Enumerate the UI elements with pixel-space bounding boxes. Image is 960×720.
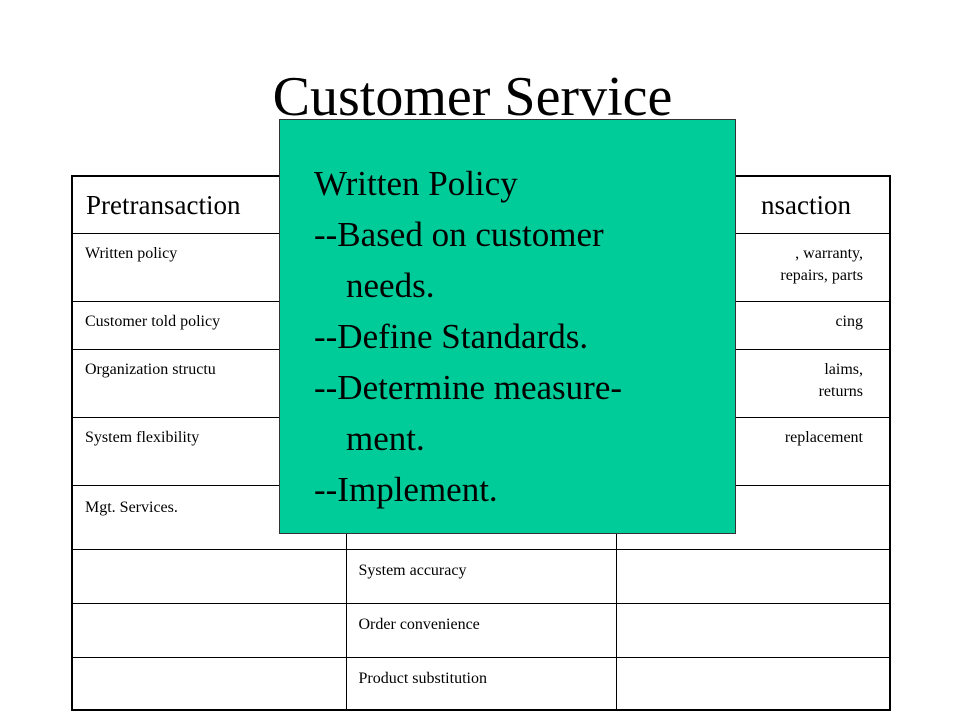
table-cell — [615, 657, 891, 710]
popup-line: --Define Standards. — [314, 317, 589, 356]
popup-heading: Written Policy — [314, 164, 518, 203]
popup-line: --Implement. — [314, 470, 498, 509]
table-row: Order convenience — [71, 603, 891, 658]
table-row: Product substitution — [71, 657, 891, 710]
table-cell: System accuracy — [345, 549, 617, 604]
table-cell — [615, 603, 891, 658]
popup-line: --Based on customer — [314, 215, 604, 254]
popup-line: ment. — [346, 419, 425, 458]
popup-line: needs. — [346, 266, 435, 305]
written-policy-popup: Written Policy --Based on customer needs… — [279, 119, 736, 534]
table-cell: Product substitution — [345, 657, 617, 710]
table-cell — [71, 603, 347, 658]
table-cell — [615, 549, 891, 604]
table-cell: Order convenience — [345, 603, 617, 658]
table-cell — [71, 549, 347, 604]
popup-line: --Determine measure- — [314, 368, 623, 407]
table-row: System accuracy — [71, 549, 891, 604]
table-cell — [71, 657, 347, 710]
slide-title: Customer Service — [272, 66, 673, 128]
service-table: Pretransaction nsaction Written policy ,… — [71, 175, 891, 711]
